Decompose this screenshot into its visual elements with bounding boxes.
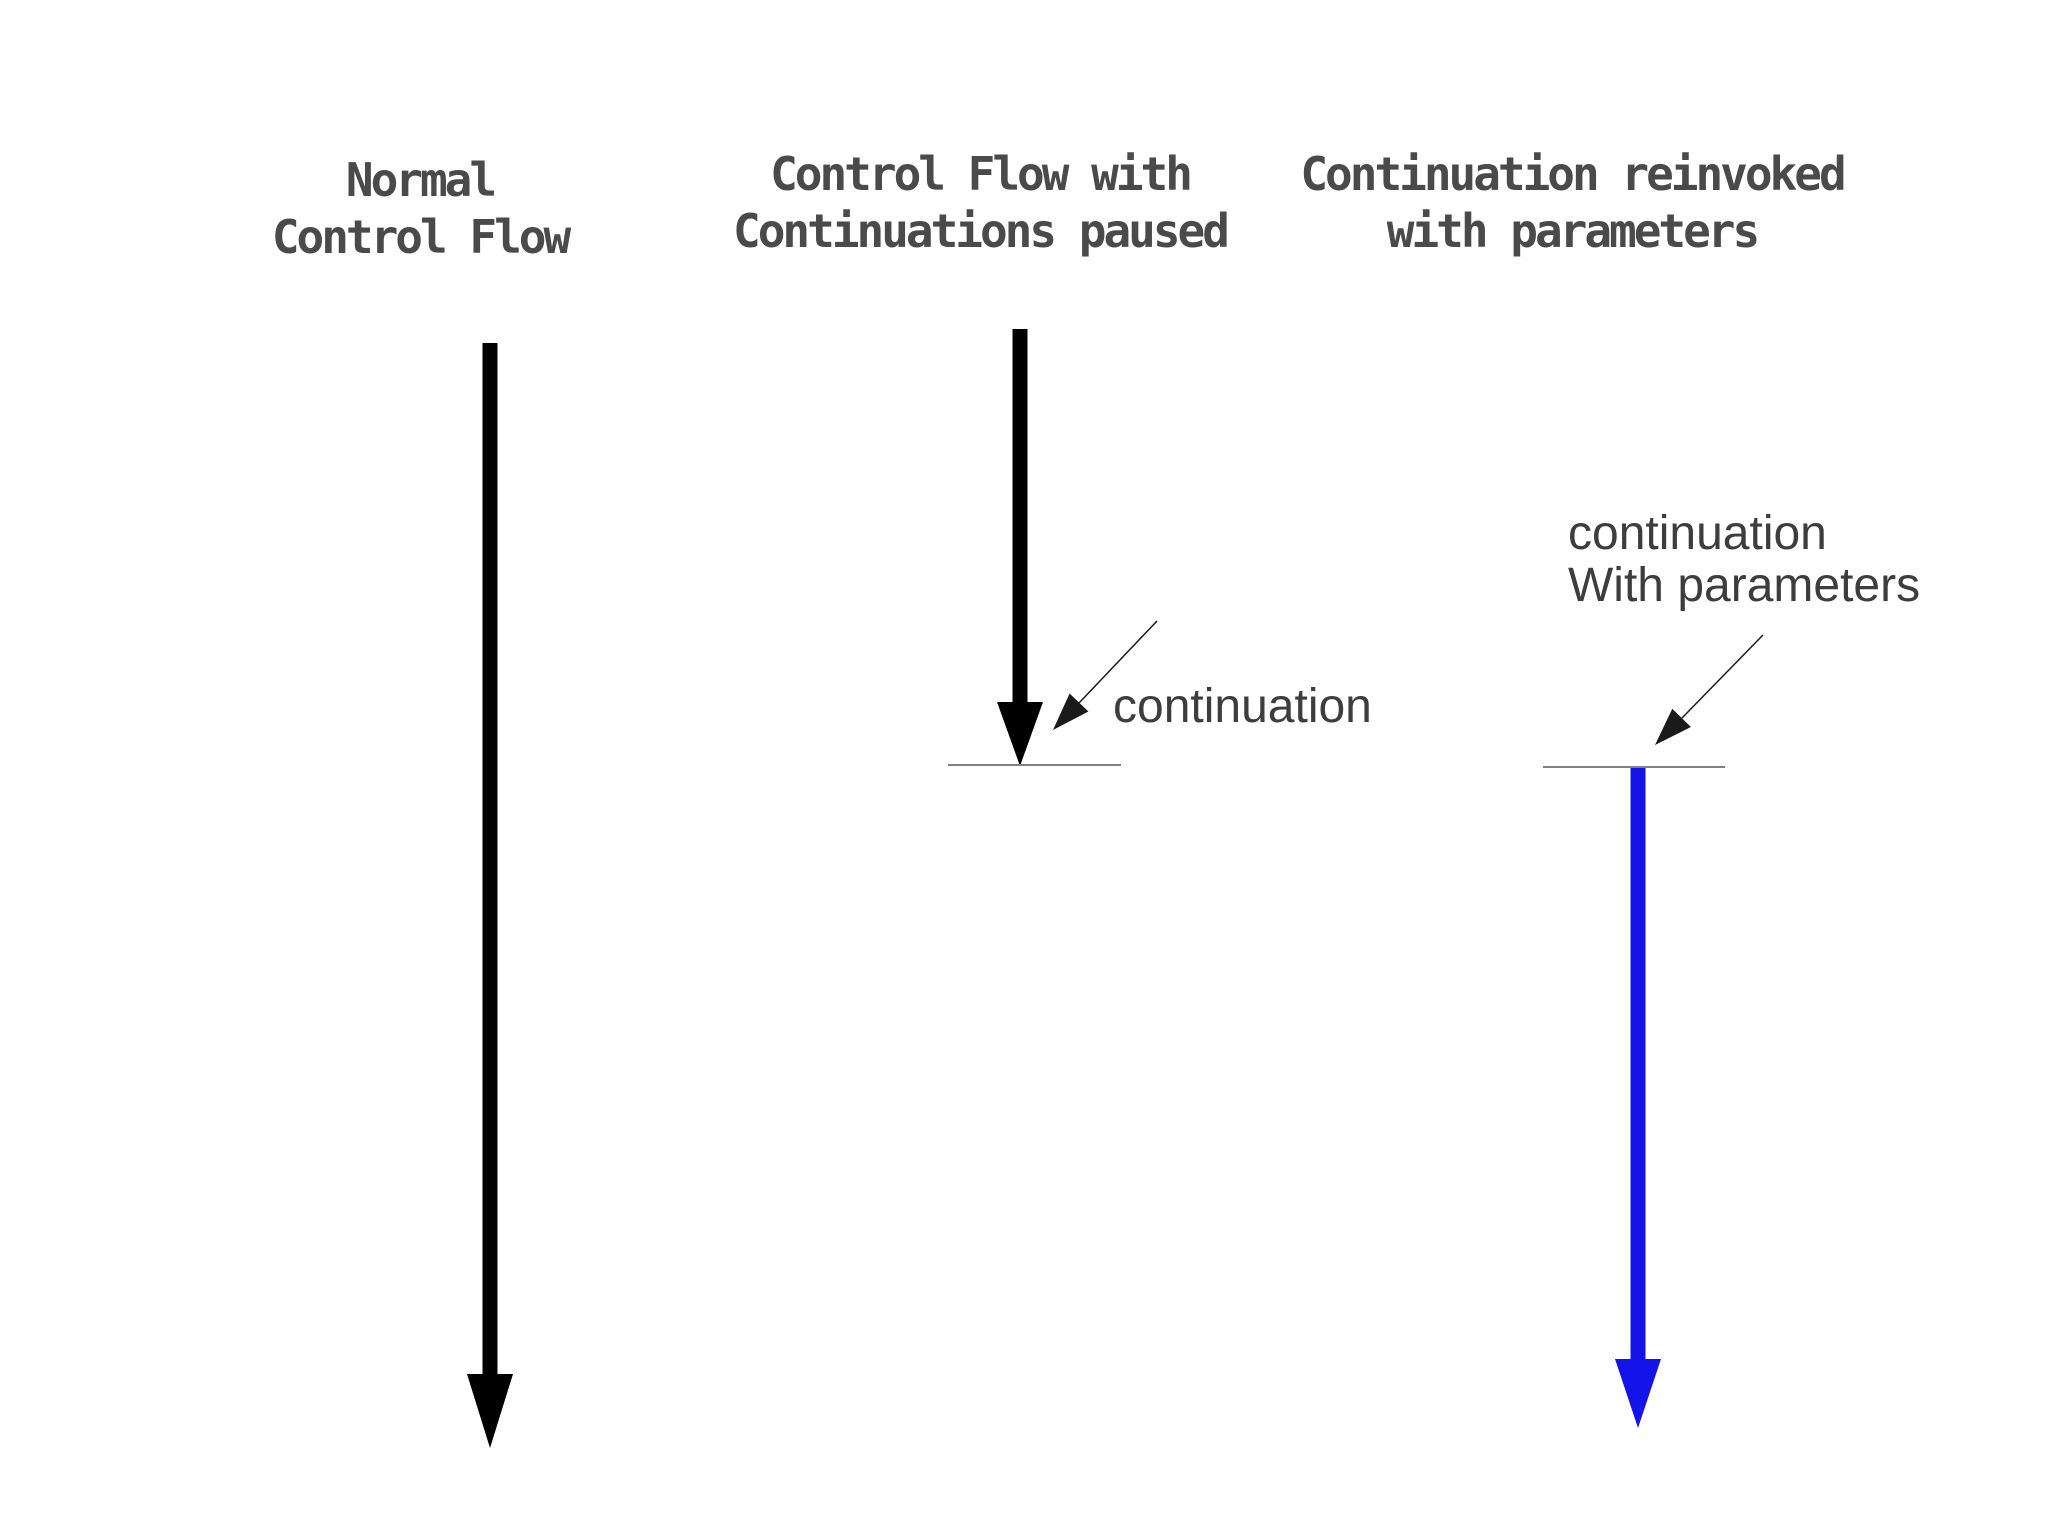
continuation-pointer-shaft: [1078, 620, 1158, 704]
title-control-flow-with-continuations-paused: Control Flow with Continuations paused: [733, 147, 1230, 258]
title-normal-control-flow: Normal Control Flow: [271, 153, 571, 264]
title-continuation-reinvoked-with-parameters: Continuation reinvoked with parameters: [1300, 147, 1846, 258]
reinvoke-pointer-arrow-icon: [1655, 634, 1764, 745]
normal-flow-arrowhead: [467, 1374, 513, 1448]
continuation-pointer-arrowhead: [1053, 693, 1089, 730]
reinvoke-pointer-arrowhead: [1655, 708, 1691, 745]
reinvoked-flow-arrowhead: [1615, 1359, 1661, 1428]
normal-flow-arrow-icon: [467, 343, 513, 1448]
reinvoke-pointer-shaft: [1681, 634, 1764, 719]
paused-flow-arrow-icon: [997, 329, 1043, 766]
label-continuation-with-parameters: continuation With parameters: [1568, 507, 1921, 612]
label-continuation: continuation: [1113, 680, 1372, 733]
continuation-pointer-arrow-icon: [1053, 620, 1158, 730]
reinvoked-flow-arrow-icon: [1615, 768, 1661, 1428]
paused-flow-arrowhead: [997, 702, 1043, 766]
